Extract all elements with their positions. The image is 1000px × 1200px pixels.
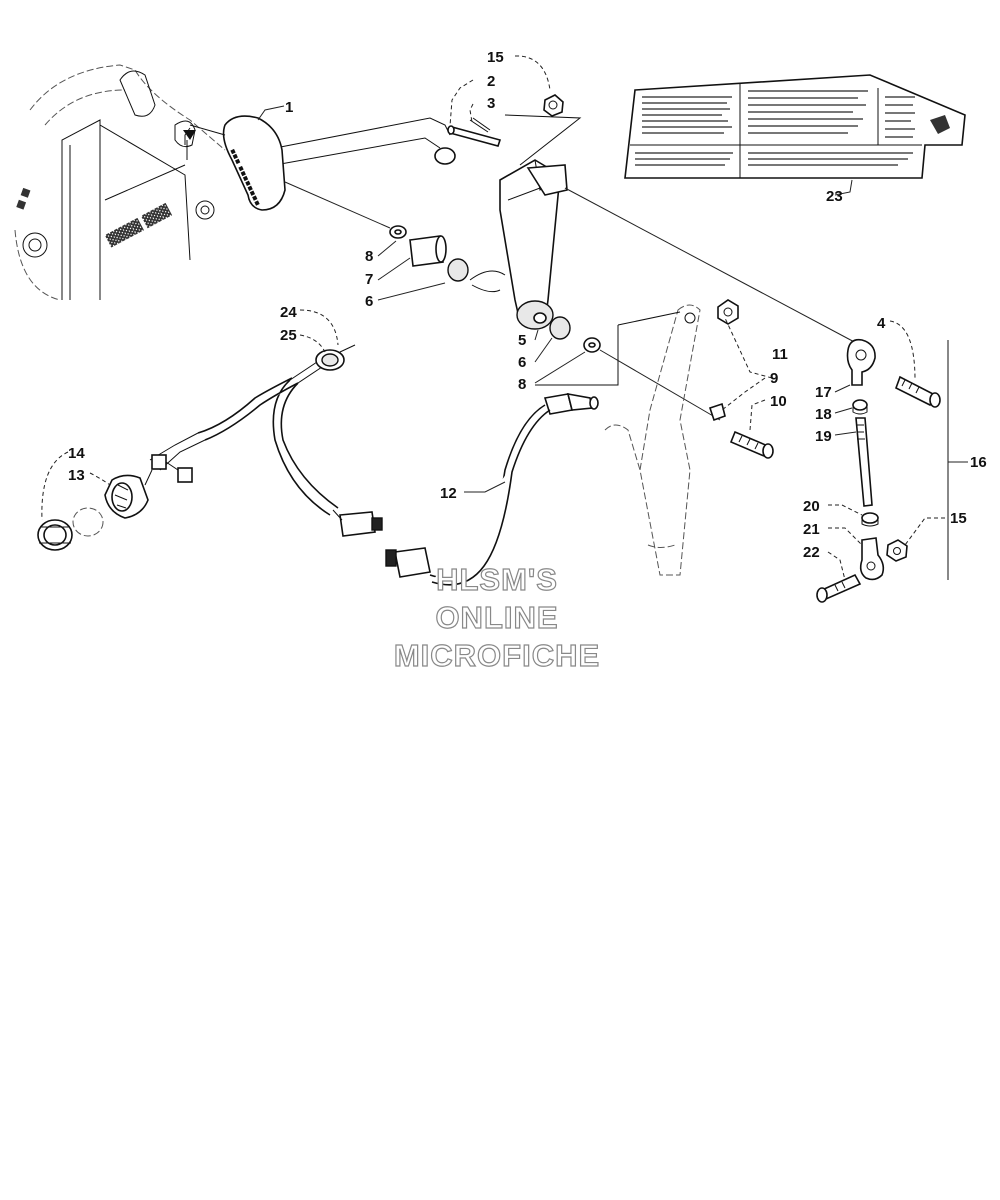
wiring-harness bbox=[37, 344, 599, 586]
reverse-handle: ▪▪▪ ▪▪▪▪▪▪▪▪ bbox=[189, 115, 456, 211]
callout-10: 10 bbox=[770, 393, 787, 410]
svg-text:■ ■: ■ ■ bbox=[14, 187, 32, 212]
callout-17: 17 bbox=[815, 384, 832, 401]
callout-8-upper: 8 bbox=[365, 248, 373, 265]
callout-18: 18 bbox=[815, 406, 832, 423]
callout-8-lower: 8 bbox=[518, 376, 526, 393]
callout-22: 22 bbox=[803, 544, 820, 561]
watermark: HLSM'S ONLINE MICROFICHE bbox=[393, 561, 600, 673]
reference-line-3 bbox=[599, 349, 721, 421]
callout-6-lower: 6 bbox=[518, 354, 526, 371]
callout-21: 21 bbox=[803, 521, 820, 538]
pivot-bracket bbox=[389, 159, 601, 353]
reference-line-2 bbox=[284, 181, 391, 229]
callout-20: 20 bbox=[803, 498, 820, 515]
reference-line bbox=[564, 187, 861, 346]
callout-6-upper: 6 bbox=[365, 293, 373, 310]
callout-13: 13 bbox=[68, 467, 85, 484]
callout-19: 19 bbox=[815, 428, 832, 445]
svg-text:▓▓▓▓ ▓▓▓: ▓▓▓▓ ▓▓▓ bbox=[104, 202, 172, 248]
callout-23: 23 bbox=[826, 188, 843, 205]
watermark-line-2: ONLINE bbox=[435, 600, 558, 635]
callout-25: 25 bbox=[280, 327, 297, 344]
watermark-line-1: HLSM'S bbox=[436, 562, 558, 597]
callout-15-upper: 15 bbox=[487, 49, 504, 66]
callout-16: 16 bbox=[970, 454, 987, 471]
nut-upper bbox=[504, 94, 582, 166]
callout-4: 4 bbox=[877, 315, 886, 332]
callout-3: 3 bbox=[487, 95, 495, 112]
callout-numbers: 1 2 3 15 23 4 8 7 6 24 25 5 6 8 11 9 10 … bbox=[68, 49, 987, 561]
frame-outline: ■ ■ ▓▓▓▓ ▓▓▓ bbox=[14, 64, 226, 301]
callout-7: 7 bbox=[365, 271, 373, 288]
callout-24: 24 bbox=[280, 304, 297, 321]
leader-lines bbox=[41, 55, 968, 581]
callout-15-lower: 15 bbox=[950, 510, 967, 527]
watermark-line-3: MICROFICHE bbox=[394, 638, 600, 673]
callout-11: 11 bbox=[772, 346, 788, 363]
lever-arm bbox=[535, 299, 774, 576]
callout-5: 5 bbox=[518, 332, 526, 349]
linkage-assembly bbox=[816, 338, 949, 603]
callout-9: 9 bbox=[770, 370, 778, 387]
decal bbox=[624, 74, 966, 179]
pin-and-cotter bbox=[447, 117, 502, 147]
callout-1: 1 bbox=[285, 99, 293, 116]
callout-12: 12 bbox=[440, 485, 457, 502]
callout-2: 2 bbox=[487, 73, 495, 90]
callout-14: 14 bbox=[68, 445, 85, 462]
